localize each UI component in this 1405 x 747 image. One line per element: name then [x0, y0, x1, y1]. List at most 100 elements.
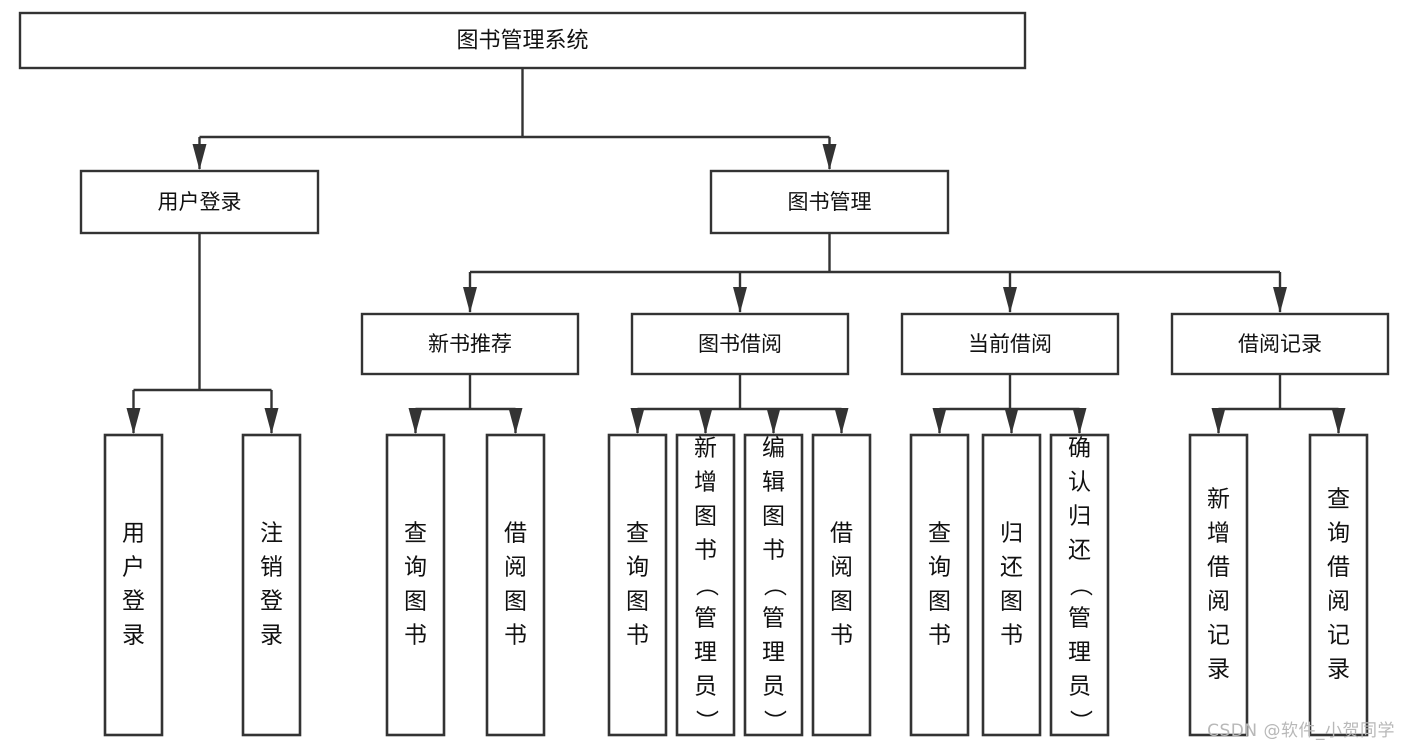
leaf-char: 询 — [404, 555, 427, 581]
node-leaf-add-book-rect — [675, 433, 736, 737]
node-user-login[interactable]: 用户登录 — [79, 169, 320, 235]
node-leaf-return-book-rect — [981, 433, 1042, 737]
node-book-borrow[interactable]: 图书借阅 — [630, 312, 850, 376]
leaf-char: 借 — [504, 521, 527, 547]
leaf-char: 还 — [1000, 555, 1023, 581]
leaf-char: 图 — [762, 504, 785, 530]
leaf-char: 认 — [1068, 470, 1091, 496]
leaf-char: 辑 — [762, 470, 785, 496]
leaf-char: 书 — [626, 623, 649, 649]
leaf-char: 图 — [928, 589, 951, 615]
arrow-to-leaf-user-logout — [264, 408, 279, 434]
leaf-char: 书 — [694, 538, 717, 564]
csdn-watermark: CSDN @软件_小贺同学 — [1207, 721, 1395, 741]
node-new-book-recommend[interactable]: 新书推荐 — [360, 312, 580, 376]
arrow-to-leaf-add-book — [698, 408, 713, 434]
arrow-to-leaf-query-record — [1331, 408, 1346, 434]
leaf-char: 图 — [830, 589, 853, 615]
node-leaf-user-login[interactable]: 用户登录 — [103, 433, 164, 737]
node-leaf-query-book-2-rect — [607, 433, 668, 737]
leaf-char: 录 — [1207, 657, 1230, 683]
leaf-char: 员 — [762, 674, 785, 700]
node-label-new-book-recommend: 新书推荐 — [428, 332, 512, 356]
arrow-to-leaf-add-record — [1211, 408, 1226, 434]
leaf-char: 借 — [1327, 555, 1350, 581]
node-leaf-query-book-1-rect — [385, 433, 446, 737]
leaf-char: 询 — [626, 555, 649, 581]
node-borrow-record-rect — [1170, 312, 1390, 376]
node-user-login-rect — [79, 169, 320, 235]
leaf-char: ） — [761, 710, 787, 733]
leaf-char: 查 — [626, 521, 649, 547]
leaf-char: 书 — [830, 623, 853, 649]
leaf-char: 理 — [694, 640, 717, 666]
leaf-char: 阅 — [1327, 589, 1350, 615]
leaf-char: 书 — [404, 623, 427, 649]
leaf-char: 询 — [928, 555, 951, 581]
node-root[interactable]: 图书管理系统 — [18, 11, 1027, 70]
leaf-char: 借 — [830, 521, 853, 547]
leaf-char: 归 — [1068, 504, 1091, 530]
arrow-to-leaf-confirm-return — [1072, 408, 1087, 434]
nodes-layer: 图书管理系统用户登录图书管理新书推荐图书借阅当前借阅借阅记录用户登录注销登录查询… — [18, 11, 1390, 737]
leaf-char: 查 — [1327, 487, 1350, 513]
node-leaf-borrow-book-1-rect — [485, 433, 546, 737]
leaf-char: 图 — [404, 589, 427, 615]
node-leaf-confirm-return-rect — [1049, 433, 1110, 737]
arrow-to-current-borrow — [1003, 287, 1017, 313]
leaf-char: 用 — [122, 521, 145, 547]
node-label-book-borrow: 图书借阅 — [698, 332, 782, 356]
leaf-char: 书 — [762, 538, 785, 564]
leaf-char: 书 — [928, 623, 951, 649]
node-book-manage[interactable]: 图书管理 — [709, 169, 950, 235]
leaf-char: 书 — [504, 623, 527, 649]
leaf-char: 记 — [1327, 623, 1350, 649]
leaf-char: 管 — [1068, 606, 1091, 632]
arrow-to-leaf-query-book-3 — [932, 408, 947, 434]
node-book-borrow-rect — [630, 312, 850, 376]
node-current-borrow[interactable]: 当前借阅 — [900, 312, 1120, 376]
leaf-char: 图 — [504, 589, 527, 615]
node-label-leaf-user-login: 用户登录 — [122, 521, 145, 649]
leaf-char: 员 — [1068, 674, 1091, 700]
node-borrow-record[interactable]: 借阅记录 — [1170, 312, 1390, 376]
arrow-to-new-book-recommend — [463, 287, 477, 313]
leaf-char: 借 — [1207, 555, 1230, 581]
leaf-char: 新 — [1207, 487, 1230, 513]
leaf-char: 编 — [762, 436, 785, 462]
arrow-to-leaf-borrow-book-2 — [834, 408, 849, 434]
leaf-char: 注 — [260, 521, 283, 547]
leaf-char: 销 — [260, 555, 283, 581]
leaf-char: （ — [693, 574, 719, 597]
leaf-char: 阅 — [1207, 589, 1230, 615]
node-new-book-recommend-rect — [360, 312, 580, 376]
node-leaf-borrow-book-2-rect — [811, 433, 872, 737]
leaf-char: 新 — [694, 436, 717, 462]
leaf-char: ） — [1067, 710, 1093, 733]
leaf-char: 图 — [626, 589, 649, 615]
arrow-to-borrow-record — [1273, 287, 1287, 313]
node-label-book-manage: 图书管理 — [788, 190, 872, 214]
